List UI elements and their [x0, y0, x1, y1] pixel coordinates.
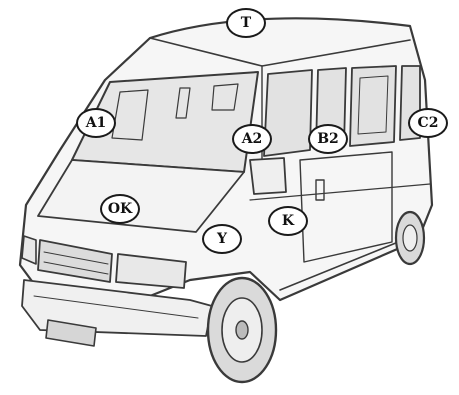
label-y: Y	[202, 224, 242, 254]
label-b2: B2	[308, 124, 348, 154]
label-ok: OK	[100, 194, 140, 224]
label-t: T	[226, 8, 266, 38]
label-k: K	[268, 206, 308, 236]
rear-wheel	[396, 212, 424, 264]
side-mirror	[250, 158, 286, 194]
side-window-2	[350, 66, 396, 146]
label-a2: A2	[232, 124, 272, 154]
label-a1: A1	[76, 108, 116, 138]
front-wheel	[208, 278, 276, 382]
label-c2: C2	[408, 108, 448, 138]
